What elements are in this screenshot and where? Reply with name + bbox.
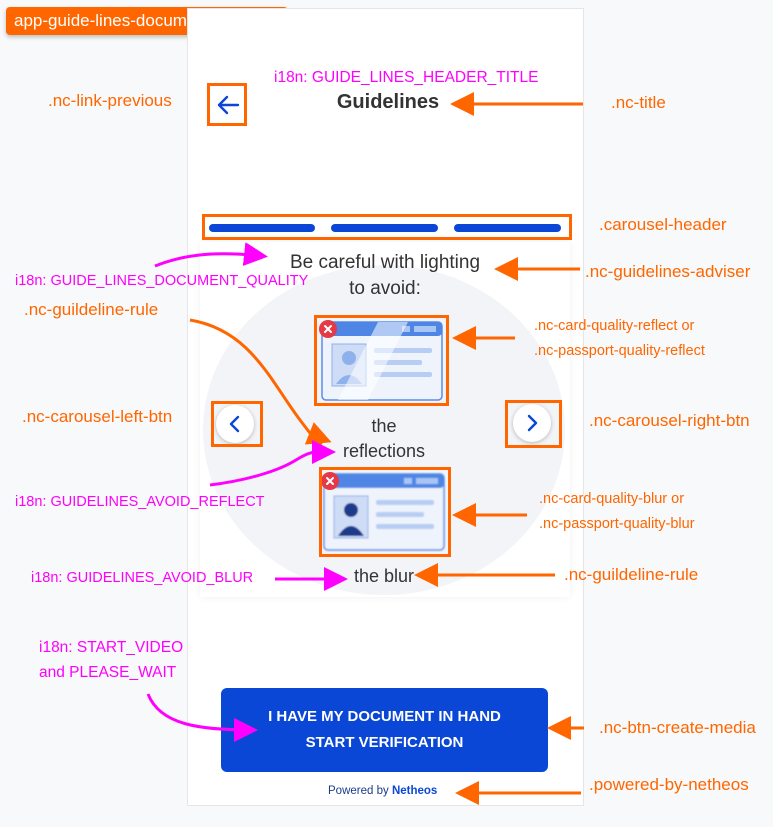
annotation-box-left-btn [211, 401, 263, 447]
annotation-box-link-previous [207, 83, 247, 126]
chevron-right-icon [527, 414, 538, 432]
powered-by-netheos[interactable]: Powered by Netheos [328, 785, 437, 797]
rule-reflect-line-1: the [371, 416, 397, 436]
adviser-line-1: Be careful with lighting [289, 252, 481, 273]
label-guidelines-adviser: .nc-guidelines-adviser [585, 262, 751, 281]
i18n-document-quality: i18n: GUIDE_LINES_DOCUMENT_QUALITY [15, 273, 309, 289]
powered-brand: Netheos [391, 785, 438, 797]
card-quality-blur [320, 470, 448, 554]
id-card-icon [323, 473, 445, 551]
close-badge-icon [319, 320, 337, 338]
close-badge-icon [321, 472, 339, 490]
i18n-header-title: i18n: GUIDE_LINES_HEADER_TITLE [274, 69, 539, 86]
cta-line-2: START VERIFICATION [305, 734, 464, 751]
label-card-reflect-2: .nc-passport-quality-reflect [534, 343, 705, 359]
guideline-rule-blur: the blur [353, 566, 415, 586]
label-title: .nc-title [611, 93, 666, 112]
carousel-indicator-1[interactable] [209, 224, 315, 232]
id-card-icon [321, 321, 443, 401]
label-card-blur-2: .nc-passport-quality-blur [539, 516, 695, 532]
annotation-box-carousel-header [202, 214, 572, 240]
i18n-start-video-2: and PLEASE_WAIT [39, 664, 177, 681]
label-guideline-rule-2: .nc-guildeline-rule [564, 565, 699, 584]
label-powered-by: .powered-by-netheos [589, 775, 749, 794]
carousel-left-button[interactable] [216, 405, 254, 443]
carousel-indicator-2[interactable] [331, 224, 438, 232]
rule-reflect-line-2: reflections [342, 441, 426, 461]
carousel-indicator-3[interactable] [454, 224, 561, 232]
back-link[interactable] [212, 88, 244, 122]
annotation-box-card-reflect [314, 315, 449, 406]
label-guideline-rule-1: .nc-guildeline-rule [24, 300, 159, 319]
annotation-box-card-blur [319, 467, 451, 557]
create-media-button[interactable]: I HAVE MY DOCUMENT IN HAND START VERIFIC… [221, 688, 548, 772]
label-carousel-right: .nc-carousel-right-btn [589, 411, 750, 430]
adviser-line-2: to avoid: [349, 278, 421, 299]
guideline-rule-reflect: the reflections [324, 414, 444, 464]
label-carousel-left: .nc-carousel-left-btn [22, 407, 173, 426]
label-carousel-header: .carousel-header [599, 215, 727, 234]
annotation-box-right-btn [505, 400, 562, 448]
carousel-right-button[interactable] [513, 404, 551, 442]
chevron-left-icon [229, 415, 240, 433]
i18n-avoid-reflect: i18n: GUIDELINES_AVOID_REFLECT [15, 494, 265, 510]
label-btn-create-media: .nc-btn-create-media [599, 718, 756, 737]
arrow-left-icon [217, 95, 240, 115]
label-card-reflect-1: .nc-card-quality-reflect or [534, 318, 695, 334]
label-link-previous: .nc-link-previous [48, 91, 172, 110]
card-quality-reflect [318, 318, 446, 404]
i18n-avoid-blur: i18n: GUIDELINES_AVOID_BLUR [31, 570, 254, 586]
i18n-start-video-1: i18n: START_VIDEO [39, 639, 184, 656]
guidelines-adviser: Be careful with lighting to avoid: [270, 250, 500, 302]
label-card-blur-1: .nc-card-quality-blur or [539, 491, 685, 507]
page-title: Guidelines [336, 91, 440, 113]
powered-prefix: Powered by [328, 785, 389, 797]
cta-line-1: I HAVE MY DOCUMENT IN HAND [268, 708, 501, 725]
